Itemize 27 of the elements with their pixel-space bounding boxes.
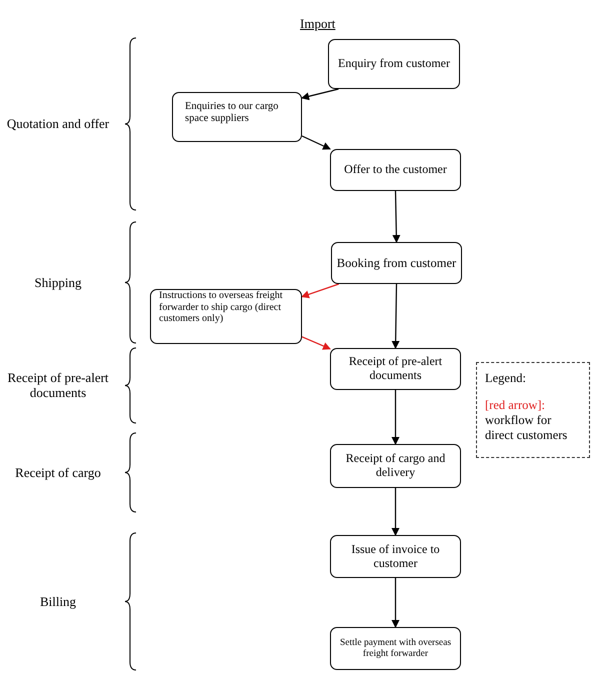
process-box: Settle payment with overseas freight forwarder: [330, 627, 461, 670]
arrow: [392, 190, 400, 243]
process-box: Issue of invoice to customer: [330, 535, 461, 578]
process-box: Enquiries to our cargo space suppliers: [172, 92, 302, 142]
arrow: [392, 284, 400, 349]
process-box: Offer to the customer: [330, 149, 461, 191]
process-box: Receipt of pre-alert documents: [330, 348, 461, 390]
phase-label: Shipping: [34, 274, 82, 290]
legend-text: workflow for direct customers: [485, 413, 568, 442]
arrow: [392, 390, 400, 445]
arrow: [392, 488, 400, 536]
phase-label: Receipt of pre-alert documents: [6, 370, 110, 401]
legend-title: Legend:: [485, 371, 527, 386]
phase-label: Billing: [38, 594, 78, 610]
process-box: Enquiry from customer: [328, 39, 460, 89]
arrow: [392, 578, 400, 628]
title: Import: [300, 15, 336, 33]
process-box: Instructions to overseas freight forwarder to ship cargo (direct customers only): [150, 289, 302, 344]
arrow: [301, 88, 339, 100]
arrow: [301, 283, 340, 298]
legend-sample: [red arrow]:: [485, 398, 546, 412]
process-box: Receipt of cargo and delivery: [330, 444, 461, 488]
process-box: Booking from customer: [331, 242, 462, 284]
phase-label: Quotation and offer: [6, 116, 110, 132]
arrow: [302, 135, 331, 150]
phase-label: Receipt of cargo: [14, 464, 102, 480]
arrow: [302, 336, 331, 350]
